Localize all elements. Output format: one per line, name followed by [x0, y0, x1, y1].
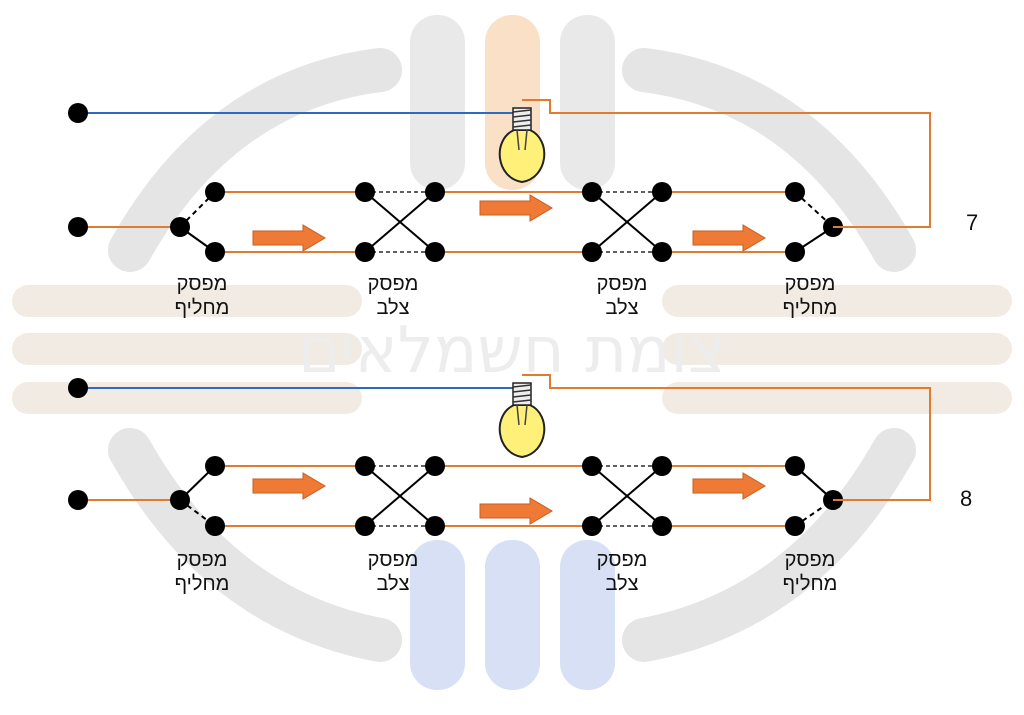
- cross-switch-dot: [582, 456, 602, 476]
- bulb-thread: [512, 384, 532, 388]
- right-changeover-top-dot: [785, 456, 805, 476]
- current-flow-arrow: [252, 472, 326, 500]
- current-flow-arrow: [692, 472, 766, 500]
- neutral-terminal-dot: [68, 378, 88, 398]
- bulb-base: [512, 382, 532, 406]
- current-flow-arrow: [479, 497, 553, 525]
- bulb-filament: [516, 129, 528, 151]
- left-changeover-common-dot: [170, 217, 190, 237]
- cross-switch-dot: [582, 516, 602, 536]
- phase-terminal-dot: [68, 490, 88, 510]
- cross-switch-dot: [425, 242, 445, 262]
- bulb-filament: [516, 404, 528, 426]
- current-flow-arrow: [479, 194, 553, 222]
- left-changeover-bottom-dot: [205, 516, 225, 536]
- watermark-logo: צומת חשמלאים: [12, 15, 1012, 690]
- cross-switch-dot: [355, 456, 375, 476]
- bulb-glass: [498, 404, 546, 459]
- cross-switch-dot: [425, 182, 445, 202]
- current-flow-arrow: [692, 224, 766, 252]
- left-changeover-top-dot: [205, 456, 225, 476]
- bulb-glass: [498, 129, 546, 184]
- return-wire-to-lamp: [522, 374, 931, 501]
- cross-switch-dot: [652, 516, 672, 536]
- cross-switch-diagonal: [364, 465, 436, 527]
- left-changeover-common-dot: [170, 490, 190, 510]
- current-flow-arrow: [252, 224, 326, 252]
- cross-switch-dot: [355, 182, 375, 202]
- bulb-base: [512, 107, 532, 131]
- cross-switch-dot: [425, 516, 445, 536]
- bulb-thread: [512, 399, 532, 403]
- right-changeover-bottom-dot: [785, 242, 805, 262]
- watermark-text: צומת חשמלאים: [298, 314, 726, 388]
- cross-switch-dot: [652, 182, 672, 202]
- bulb-thread: [512, 114, 532, 118]
- cross-switch-diagonal: [591, 465, 663, 527]
- light-bulb-icon: [498, 382, 546, 459]
- right-changeover-top-dot: [785, 182, 805, 202]
- cross-switch-dot: [582, 242, 602, 262]
- left-changeover-top-dot: [205, 182, 225, 202]
- bulb-thread: [512, 119, 532, 123]
- neutral-terminal-dot: [68, 103, 88, 123]
- circuit-number-7: 7: [966, 210, 979, 235]
- circuit-8: [68, 374, 931, 536]
- bulb-thread: [512, 389, 532, 393]
- cross-switch-dot: [355, 516, 375, 536]
- cross-switch-dot: [652, 456, 672, 476]
- cross-switch-dot: [652, 242, 672, 262]
- bulb-thread: [512, 124, 532, 128]
- bulb-thread: [512, 394, 532, 398]
- cross-switch-diagonal: [364, 191, 436, 253]
- right-changeover-bottom-dot: [785, 516, 805, 536]
- circuit-7: [68, 99, 931, 262]
- cross-switch-diagonal: [591, 191, 663, 253]
- bulb-thread: [512, 109, 532, 113]
- circuit-number-8: 8: [960, 486, 973, 511]
- light-bulb-icon: [498, 107, 546, 184]
- return-wire-to-lamp: [522, 99, 931, 228]
- left-changeover-bottom-dot: [205, 242, 225, 262]
- cross-switch-dot: [425, 456, 445, 476]
- cross-switch-dot: [582, 182, 602, 202]
- cross-switch-dot: [355, 242, 375, 262]
- phase-terminal-dot: [68, 217, 88, 237]
